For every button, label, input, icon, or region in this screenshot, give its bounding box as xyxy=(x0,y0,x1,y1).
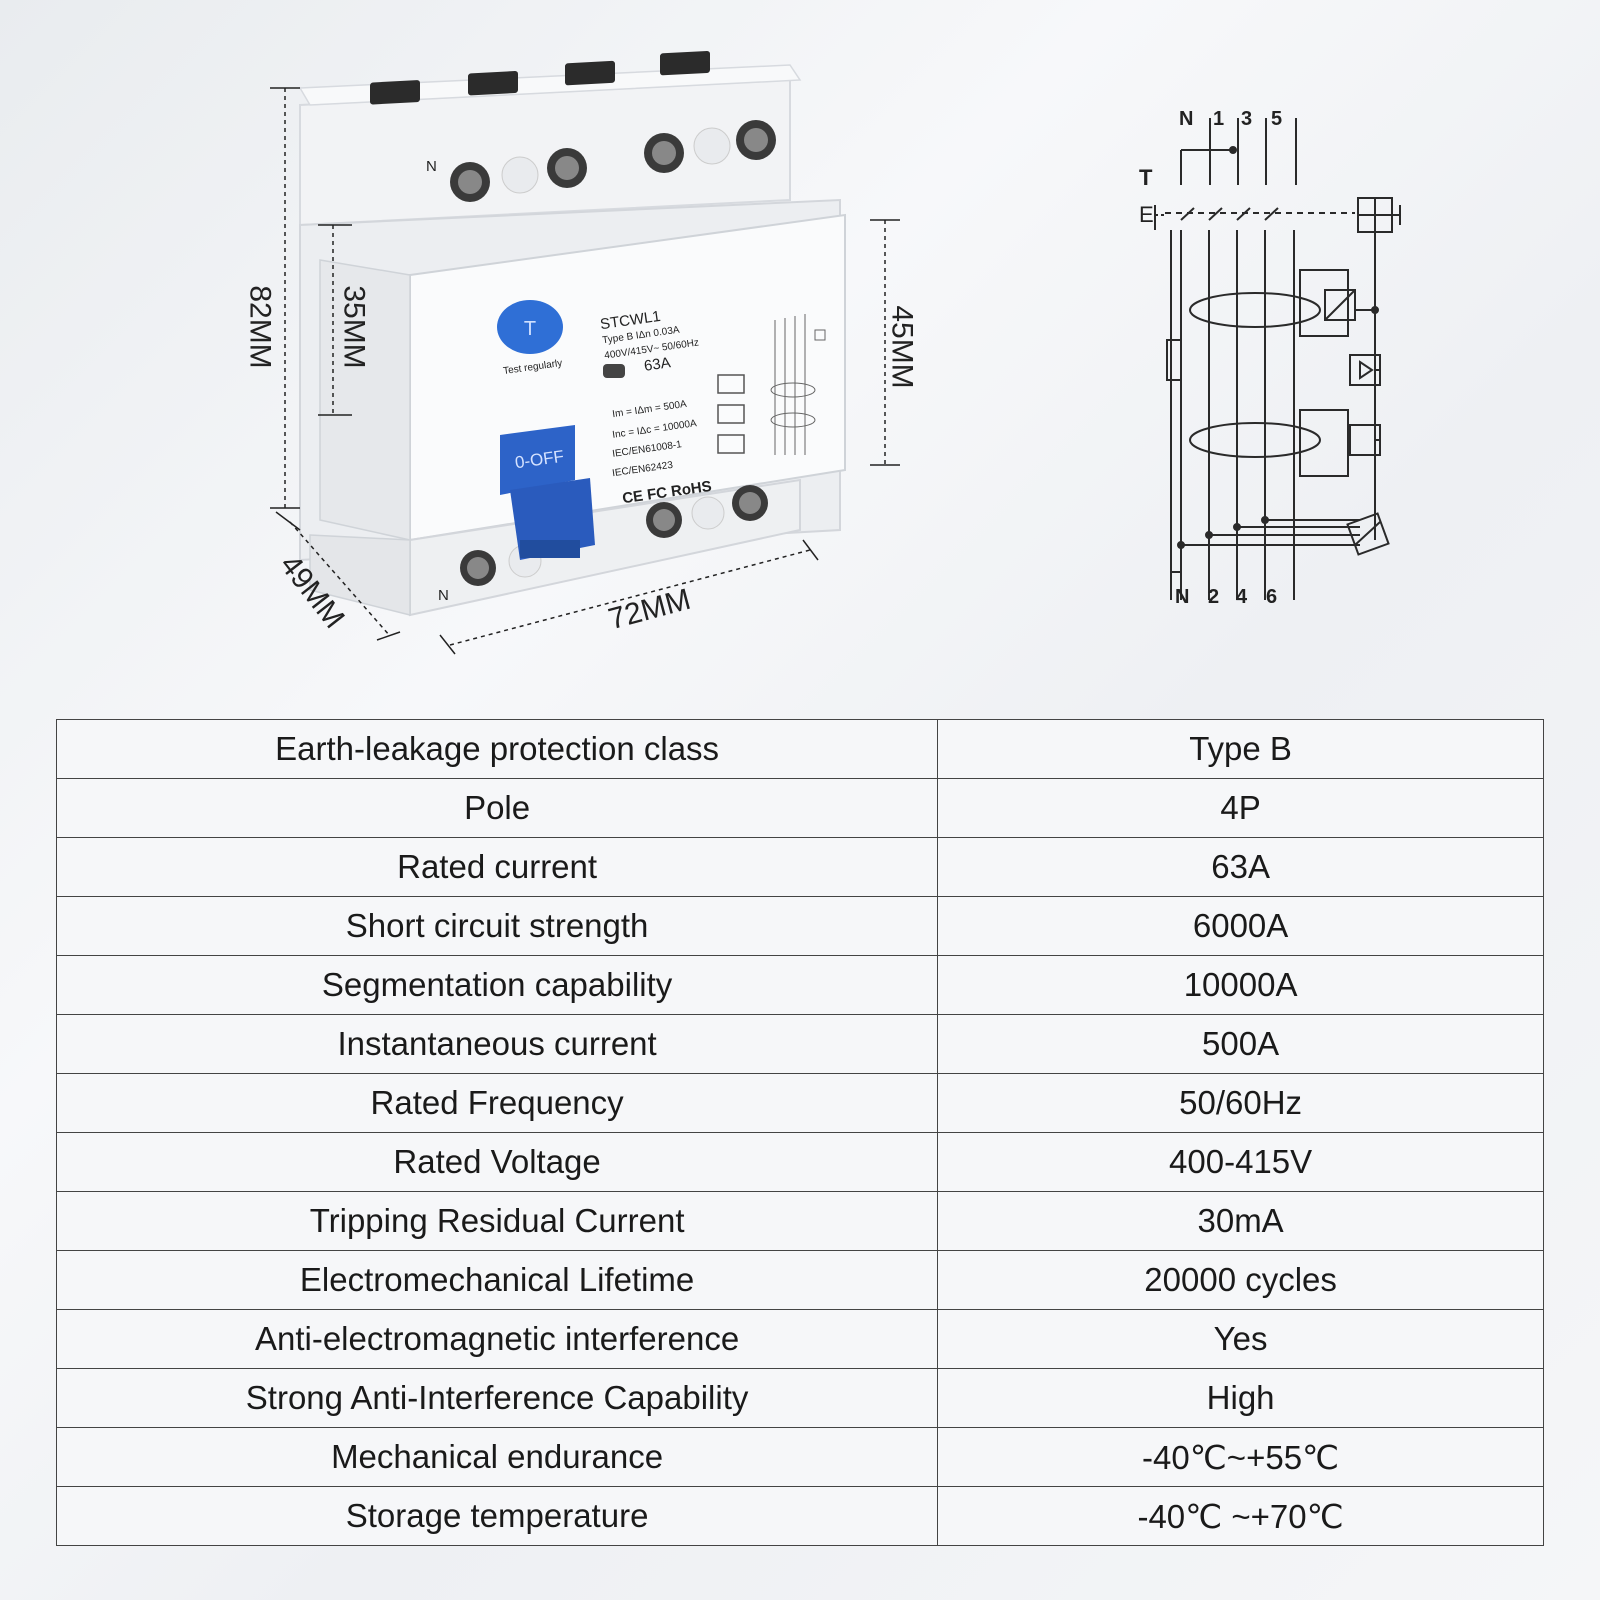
schematic-bottom-label: 4 xyxy=(1236,586,1248,608)
function-symbols xyxy=(717,374,745,454)
spec-param: Tripping Residual Current xyxy=(55,1191,939,1251)
dim-front-height: 45MM xyxy=(885,305,919,389)
spec-param: Rated Voltage xyxy=(55,1132,939,1192)
spec-param: Pole xyxy=(55,778,939,838)
product-illustration: T xyxy=(0,0,1600,700)
dimension-lines xyxy=(270,87,900,655)
spec-value: 10000A xyxy=(937,955,1544,1015)
spec-param: Storage temperature xyxy=(55,1486,939,1546)
spec-param: Short circuit strength xyxy=(55,896,939,956)
schematic-top-label: N xyxy=(1179,108,1194,130)
schematic-top-label: 1 xyxy=(1213,108,1225,130)
spec-param: Rated current xyxy=(55,837,939,897)
test-button[interactable] xyxy=(497,300,563,354)
terminal-n-bottom: N xyxy=(438,587,449,604)
wiring-schematic xyxy=(1154,118,1401,600)
spec-value: 400-415V xyxy=(937,1132,1544,1192)
spec-param: Electromechanical Lifetime xyxy=(55,1250,939,1310)
spec-value: 50/60Hz xyxy=(937,1073,1544,1133)
spec-value: 30mA xyxy=(937,1191,1544,1251)
spec-param: Strong Anti-Interference Capability xyxy=(55,1368,939,1428)
terminal-n-top: N xyxy=(426,158,437,175)
label-schematic xyxy=(770,314,826,455)
spec-param: Rated Frequency xyxy=(55,1073,939,1133)
dim-rail-height: 35MM xyxy=(337,285,371,369)
spec-row: Mechanical endurance-40℃~+55℃ xyxy=(55,1427,1544,1487)
schematic-top-label: 3 xyxy=(1241,108,1253,130)
svg-text:T: T xyxy=(524,318,536,340)
schematic-top-label: 5 xyxy=(1271,108,1283,130)
schematic-earth-label: E xyxy=(1139,202,1154,227)
schematic-bottom-label: 2 xyxy=(1208,586,1220,608)
spec-param: Instantaneous current xyxy=(55,1014,939,1074)
spec-param: Anti-electromagnetic interference xyxy=(55,1309,939,1369)
spec-value: High xyxy=(937,1368,1544,1428)
spec-value: 4P xyxy=(937,778,1544,838)
top-terminal-screws xyxy=(450,120,776,202)
rcd-device-drawing: T xyxy=(270,50,1401,655)
schematic-bottom-label: 6 xyxy=(1266,586,1278,608)
spec-value: Yes xyxy=(937,1309,1544,1369)
spec-value: 20000 cycles xyxy=(937,1250,1544,1310)
spec-row: Storage temperature-40℃ ~+70℃ xyxy=(55,1486,1544,1546)
spec-value: 6000A xyxy=(937,896,1544,956)
spec-param: Earth-leakage protection class xyxy=(55,719,939,779)
spec-param: Mechanical endurance xyxy=(55,1427,939,1487)
dim-height-total: 82MM xyxy=(243,285,277,369)
spec-value: -40℃ ~+70℃ xyxy=(937,1486,1544,1546)
top-terminal-slots xyxy=(370,50,710,105)
schematic-test-label: T xyxy=(1139,165,1153,190)
spec-value: 500A xyxy=(937,1014,1544,1074)
spec-value: -40℃~+55℃ xyxy=(937,1427,1544,1487)
spec-param: Segmentation capability xyxy=(55,955,939,1015)
toggle-handle[interactable] xyxy=(500,425,595,560)
schematic-bottom-label: N xyxy=(1175,586,1190,608)
spec-value: 63A xyxy=(937,837,1544,897)
spec-value: Type B xyxy=(937,719,1544,779)
